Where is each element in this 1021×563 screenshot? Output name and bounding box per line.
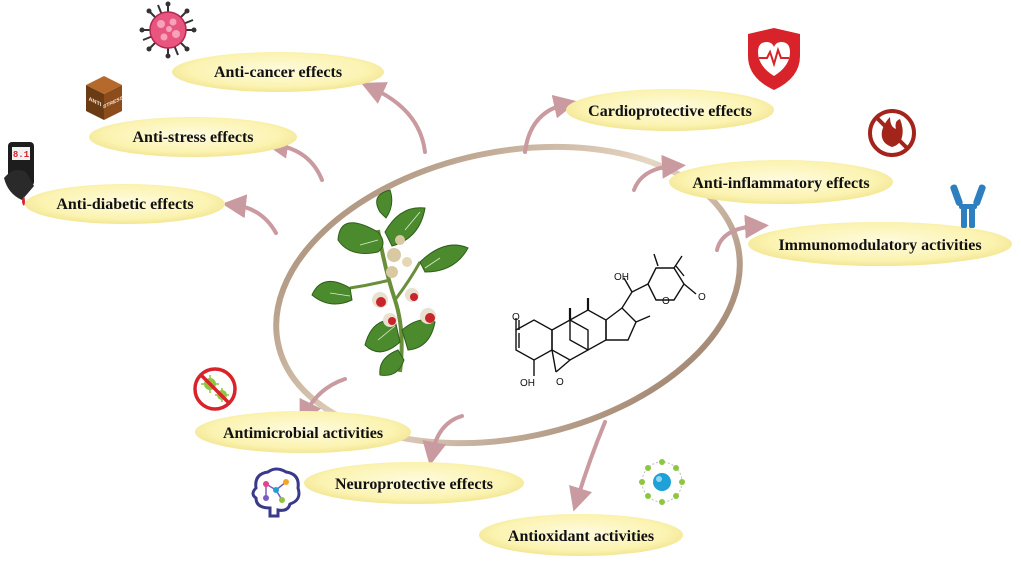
plant-illustration xyxy=(311,189,469,376)
label-o-carbonyl: O xyxy=(698,292,706,303)
central-ring xyxy=(273,143,743,447)
pill-immunomodulatory: Immunomodulatory activities xyxy=(748,222,1012,266)
arrow-neuroprotective xyxy=(422,414,464,466)
chemical-structure xyxy=(515,253,697,376)
label-anti-cancer: Anti-cancer effects xyxy=(214,64,342,81)
arrow-immunomodulatory xyxy=(715,214,769,252)
brain-icon xyxy=(251,467,301,518)
glucometer-reading: 8.1 xyxy=(13,150,30,160)
label-o-lactone: O xyxy=(662,296,670,307)
atom-icon xyxy=(639,459,685,505)
label-immunomodulatory: Immunomodulatory activities xyxy=(778,237,981,254)
arrow-anti-cancer xyxy=(361,82,427,154)
arrow-cardioprotective xyxy=(523,94,578,154)
no-fire-icon xyxy=(868,109,916,157)
chemical-labels: O OH O OH O O xyxy=(512,272,706,389)
arrow-anti-stress xyxy=(264,134,324,182)
arrow-antioxidant xyxy=(569,420,607,512)
pill-anti-cancer: Anti-cancer effects xyxy=(172,52,384,92)
arrow-antimicrobial xyxy=(299,377,347,425)
pill-anti-diabetic: Anti-diabetic effects xyxy=(25,184,225,224)
label-cardioprotective: Cardioprotective effects xyxy=(588,103,752,120)
label-antioxidant: Antioxidant activities xyxy=(508,528,654,545)
anti-stress-box-icon: ANTI STRESS xyxy=(86,76,123,120)
label-antimicrobial: Antimicrobial activities xyxy=(223,425,383,442)
arrow-anti-diabetic xyxy=(222,194,278,235)
label-anti-diabetic: Anti-diabetic effects xyxy=(56,196,193,213)
label-o-epoxide: O xyxy=(556,377,564,388)
label-oh-bottom: OH xyxy=(520,378,535,389)
no-microbe-icon xyxy=(193,367,237,411)
pill-cardioprotective: Cardioprotective effects xyxy=(566,89,774,131)
label-o-ketone: O xyxy=(512,312,520,323)
cancer-cell-icon xyxy=(139,1,197,59)
pill-anti-stress: Anti-stress effects xyxy=(89,117,297,157)
label-anti-stress: Anti-stress effects xyxy=(133,129,254,146)
heart-shield-icon xyxy=(748,28,800,90)
label-oh-top: OH xyxy=(614,272,629,283)
pill-neuroprotective: Neuroprotective effects xyxy=(304,462,524,504)
arrow-anti-inflammatory xyxy=(632,154,686,192)
label-anti-inflammatory: Anti-inflammatory effects xyxy=(692,175,869,192)
pill-antimicrobial: Antimicrobial activities xyxy=(195,411,411,453)
pill-anti-inflammatory: Anti-inflammatory effects xyxy=(669,160,893,204)
pill-antioxidant: Antioxidant activities xyxy=(479,514,683,556)
antibody-icon xyxy=(950,184,986,228)
glucometer-icon: 8.1 xyxy=(4,142,34,206)
plant-flowers xyxy=(372,235,436,327)
label-neuroprotective: Neuroprotective effects xyxy=(335,476,493,493)
